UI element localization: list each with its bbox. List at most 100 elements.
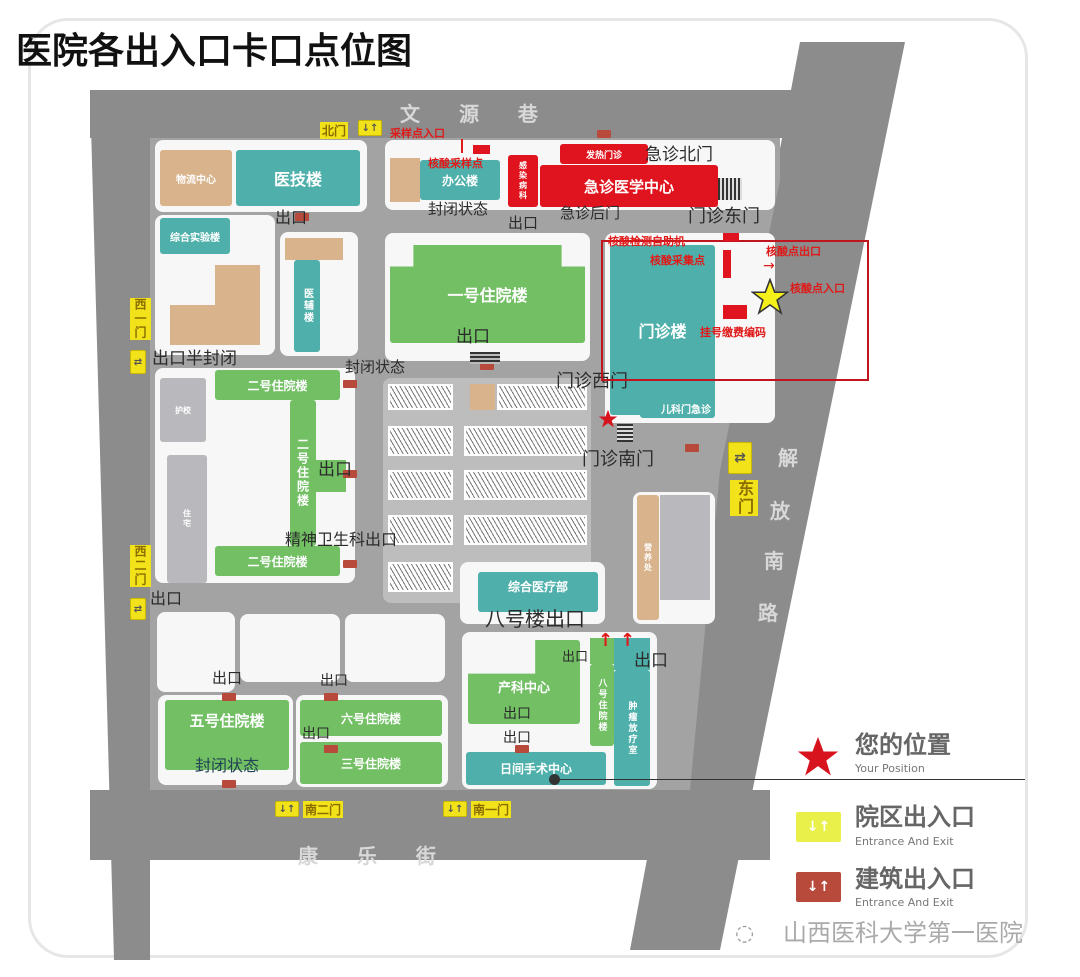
building-inpatient-5[interactable]: 五号住院楼 [165,700,289,770]
note-exit-half-closed: 出口半封闭 [152,349,237,369]
gate-south1[interactable]: ↓↑ [443,801,467,817]
gate-west1[interactable]: ⇄ [130,350,146,374]
building-entrance-icon [295,213,309,221]
building-entrance-icon [685,444,699,452]
note-exit: 出口 [302,726,330,742]
sampling-marker [723,305,747,319]
sampling-marker [723,250,731,278]
gate-north[interactable]: ↓↑ [358,120,382,136]
note-closed: 封闭状态 [345,358,406,376]
building-inpatient-2-south[interactable]: 二号住院楼 [215,546,340,576]
building-day-surgery[interactable]: 日间手术中心 [466,752,606,785]
legend-position: 您的位置 [855,731,951,759]
building-radiotherapy[interactable]: 肿瘤放疗室 [614,670,650,786]
legend-building: 建筑出入口 [855,865,975,893]
note-exit: 出口 [503,706,531,722]
note-exit: 出口 [318,460,352,480]
parking-lot [388,515,453,545]
stairs-icon [470,352,500,364]
note-sampling-entry: 核酸点入口 [790,282,845,295]
road-name-north: 文 源 巷 [400,102,554,126]
block [157,612,235,692]
building-entrance-icon [222,693,236,701]
building-inpatient-2-middle[interactable]: 二号住院楼 [290,400,316,546]
building-inpatient-6[interactable]: 六号住院楼 [300,700,442,736]
gate-south2-label: 南二门 [303,801,344,818]
note-sampling-exit: 核酸点出口 [766,245,821,258]
road-name-east-1: 解 [778,446,798,470]
sampling-marker [473,145,490,154]
stairs-icon [617,424,633,442]
building-comprehensive[interactable]: 综合医疗部 [478,572,598,612]
building-entrance-icon [324,693,338,701]
gate-south2[interactable]: ↓↑ [275,801,299,817]
building-office[interactable]: 办公楼 [420,160,500,200]
gate-east-label: 东门 [730,480,758,516]
parking-lot [388,384,453,410]
legend-position-en: Your Position [855,762,925,775]
legend-building-entrance-icon: ↓↑ [796,872,841,902]
watermark: 山西医科大学第一医院 [783,919,1023,947]
gate-west2[interactable]: ⇄ [130,598,146,620]
building-inpatient-1[interactable]: 一号住院楼 [390,245,585,343]
building-entrance-icon [343,380,357,388]
note-exit: 出口 [562,650,589,665]
note-self-service: 核酸检测自助机 [608,235,685,248]
building-infection[interactable]: 感染病科 [508,155,538,207]
gate-east[interactable]: ⇄ [728,442,752,474]
building-entrance-icon [222,780,236,788]
building-inpatient-8[interactable]: 八号住院楼 [590,664,614,746]
building-inpatient-3[interactable]: 三号住院楼 [300,742,442,784]
road-name-east-2: 放 [770,499,790,523]
building-outpatient[interactable]: 门诊楼 [610,245,715,415]
gate-south1-label: 南一门 [471,801,512,818]
note-outpatient-south: 门诊南门 [582,449,654,470]
parking-lot [464,515,587,545]
building-inpatient-2-north[interactable]: 二号住院楼 [215,370,340,400]
building-tan-office [390,158,420,202]
legend-campus-en: Entrance And Exit [855,835,954,848]
building-pediatrics[interactable]: 儿科门急诊 [640,398,715,418]
building-emergency[interactable]: 急诊医学中心 [540,165,718,207]
building-auxiliary[interactable]: 医辅楼 [294,260,320,352]
road-name-south: 康 乐 街 [298,844,452,868]
parking-lot [388,470,453,500]
sampling-area-box [601,240,869,381]
note-closed: 封闭状态 [195,756,260,775]
building-nursing-school[interactable]: 护校 [160,378,206,442]
parking-booth [470,384,495,410]
note-registration-code: 挂号缴费编码 [700,326,766,339]
building-entrance-icon [515,745,529,753]
building-inpatient-8-top [590,638,614,664]
note-exit: 出口 [508,214,539,232]
gate-north-label: 北门 [320,122,349,139]
page-title: 医院各出入口卡口点位图 [16,31,413,72]
arrow-up-icon: ↑ [620,630,636,651]
building-medtech[interactable]: 医技楼 [236,150,360,206]
map-frame [28,18,1028,958]
arrow-up-icon: ↑ [598,630,614,651]
building-lab[interactable]: 综合实验楼 [160,218,230,254]
building-entrance-icon [480,362,494,370]
building-residential[interactable]: 住宅 [167,455,207,583]
note-exit: 出口 [275,208,308,227]
star-icon [598,409,618,428]
current-position-star-icon [751,278,789,315]
building-grey-east [660,495,710,600]
building-nutrition[interactable]: 营养处 [637,495,659,620]
obstetrics-label: 产科中心 [497,680,550,696]
parking-lot [464,426,587,456]
building-fever-clinic[interactable]: 发热门诊 [560,144,648,164]
note-closed: 封闭状态 [428,200,489,218]
note-exit: 出口 [634,651,668,671]
legend-building-en: Entrance And Exit [855,896,954,909]
note-collection-point: 核酸采集点 [650,254,705,267]
note-emergency-back: 急诊后门 [560,204,621,222]
legend-position-star-icon [797,736,839,776]
building-logistics[interactable]: 物流中心 [160,150,232,206]
note-building-8-exit: 八号楼出口 [485,607,585,631]
gate-west2-label: 西二门 [130,545,151,587]
road-name-east-3: 南 [764,549,784,573]
note-exit: 出口 [212,669,243,687]
